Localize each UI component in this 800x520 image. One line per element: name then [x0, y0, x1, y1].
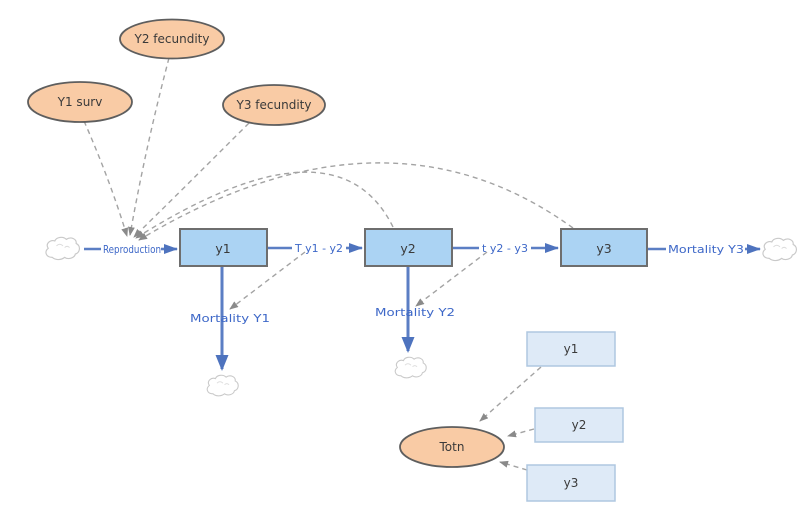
influence-t-y1-y2-to-mortality-y1[interactable] [229, 251, 306, 310]
cloud-sink-mortality-y3-icon[interactable] [762, 237, 797, 262]
influence-alias-y1-to-totn[interactable] [479, 366, 542, 422]
influence-t-y2-y3-to-mortality-y2[interactable] [415, 251, 488, 307]
variable-y3-fecundity-shape[interactable] [222, 84, 326, 126]
alias-y3-box[interactable] [526, 464, 616, 502]
influence-y1-surv-to-reproduction[interactable] [83, 120, 129, 237]
flow-mortality-y3-label[interactable]: Mortality Y3 [668, 244, 744, 256]
influence-alias-y2-to-totn[interactable] [507, 428, 535, 438]
alias-y3: y3 [526, 464, 616, 502]
variable-y1-surv: Y1 surv [27, 81, 133, 123]
flow-mortality-y2-label[interactable]: Mortality Y2 [375, 307, 455, 319]
stock-y3-box[interactable] [560, 228, 648, 267]
alias-y2-label: y2 [572, 418, 587, 432]
flow-mortality-y3: Mortality Y3 [647, 244, 761, 256]
stock-y3: y3 [560, 228, 648, 267]
stock-y1: y1 [179, 228, 268, 267]
alias-y2-box[interactable] [534, 407, 624, 443]
stock-y1-label: y1 [215, 241, 230, 256]
influence-y3-fecundity-to-reproduction[interactable] [133, 122, 250, 238]
variable-y2-fecundity: Y2 fecundity [119, 18, 225, 60]
influence-arrows [83, 57, 574, 471]
alias-y1-box[interactable] [526, 331, 616, 367]
flow-reproduction-label[interactable]: Reproduction [103, 244, 161, 256]
flow-reproduction: Reproduction [84, 244, 178, 256]
flow-t-y1-y2-label[interactable]: T y1 - y2 [294, 243, 343, 255]
alias-y3-label: y3 [564, 476, 579, 490]
influence-alias-y3-to-totn[interactable] [499, 460, 528, 471]
flow-t-y1-y2: T y1 - y2 [267, 243, 363, 255]
influence-y3-to-reproduction[interactable] [138, 162, 574, 241]
flow-mortality-y2: Mortality Y2 [375, 267, 455, 353]
flow-mortality-y1-label[interactable]: Mortality Y1 [190, 313, 270, 325]
cloud-source-reproduction-icon[interactable] [45, 236, 80, 261]
variable-y1-surv-label: Y1 surv [57, 95, 103, 109]
alias-y1-label: y1 [564, 342, 579, 356]
cloud-sink-mortality-y1-icon[interactable] [206, 374, 239, 397]
variable-y2-fecundity-shape[interactable] [119, 18, 225, 60]
stock-y1-box[interactable] [179, 228, 268, 267]
variable-y3-fecundity: Y3 fecundity [222, 84, 326, 126]
stock-y2-label: y2 [400, 241, 415, 256]
stock-y2-box[interactable] [364, 228, 453, 267]
variable-y2-fecundity-label: Y2 fecundity [134, 32, 210, 46]
stock-y2: y2 [364, 228, 453, 267]
variable-totn-label: Totn [439, 440, 465, 454]
flow-mortality-y1: Mortality Y1 [190, 267, 270, 371]
variable-y1-surv-shape[interactable] [27, 81, 133, 123]
influence-y2-to-reproduction[interactable] [135, 171, 394, 239]
variable-y3-fecundity-label: Y3 fecundity [236, 98, 312, 112]
influence-y2-fecundity-to-reproduction[interactable] [127, 57, 170, 236]
variable-totn-shape[interactable] [399, 426, 505, 468]
alias-y2: y2 [534, 407, 624, 443]
flow-t-y2-y3-label[interactable]: t y2 - y3 [482, 243, 528, 255]
alias-y1: y1 [526, 331, 616, 367]
flow-t-y2-y3: t y2 - y3 [452, 243, 559, 255]
variable-totn: Totn [399, 426, 505, 468]
cloud-sink-mortality-y2-icon[interactable] [394, 356, 427, 379]
stock-y3-label: y3 [596, 241, 611, 256]
